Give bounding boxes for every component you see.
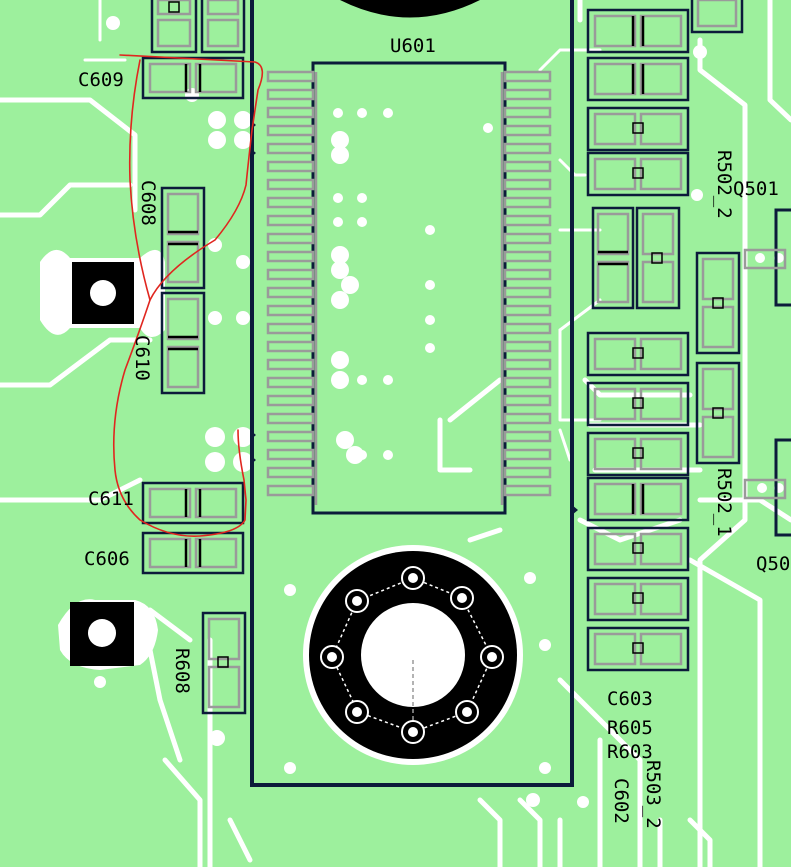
c610-label: C610 — [131, 335, 153, 381]
c609-label: C609 — [78, 69, 124, 91]
c608-label: C608 — [137, 180, 159, 226]
r502-1-footprint — [695, 361, 741, 465]
u601-body-edges — [314, 72, 504, 505]
round-connector — [303, 545, 523, 765]
c606-footprint — [141, 531, 245, 575]
vias — [106, 16, 784, 808]
u601-label: U601 — [390, 35, 436, 57]
top-thermal-pad — [340, 0, 480, 18]
r502-2-footprint — [695, 251, 741, 355]
u601-pins-left — [266, 70, 315, 497]
c603-label: C603 — [607, 688, 653, 710]
labels: U601 C609 C608 C610 C611 C606 R608 R502_… — [78, 35, 790, 829]
r603-label: R603 — [607, 741, 653, 763]
vertical-components — [150, 0, 744, 715]
right-comp-9 — [586, 526, 690, 572]
right-comp-7 — [586, 431, 690, 477]
u601-pins-right — [503, 70, 552, 497]
top-right-comp — [690, 0, 744, 34]
c606-label: C606 — [84, 548, 130, 570]
right-comp-2 — [586, 56, 690, 102]
right-comp-5 — [586, 331, 690, 377]
horizontal-components — [141, 8, 690, 672]
mounting-hole-upper — [40, 249, 165, 338]
r605-label: R605 — [607, 717, 653, 739]
right-comp-3 — [586, 106, 690, 152]
c611-label: C611 — [88, 488, 134, 510]
mid-comp-b — [635, 206, 681, 310]
red-annotation-loop — [112, 54, 264, 537]
c611-footprint — [141, 481, 245, 525]
r502-1-label: R502_1 — [713, 468, 735, 537]
r608-footprint — [201, 611, 247, 715]
mounting-hole-lower — [58, 599, 158, 688]
r503-2-label: R503_2 — [642, 760, 664, 829]
r502-2-label: R502_2 — [713, 150, 735, 219]
r608-label: R608 — [171, 648, 193, 694]
right-comp-6 — [586, 381, 690, 427]
q50x-label: Q50 — [756, 553, 790, 575]
c602-label: C602 — [610, 778, 632, 824]
mid-comp-a — [591, 206, 635, 310]
top-left-comp-a — [150, 0, 198, 54]
right-comp-10 — [586, 576, 690, 622]
c610-footprint — [160, 291, 206, 395]
q501-label: Q501 — [733, 178, 779, 200]
right-comp-8 — [586, 476, 690, 522]
right-comp-1 — [586, 8, 690, 54]
right-comp-11 — [586, 626, 690, 672]
right-comp-4 — [586, 151, 690, 197]
red-annotation-left-edge — [128, 59, 151, 301]
transistor-outlines — [743, 208, 791, 537]
c608-footprint — [160, 186, 206, 290]
top-left-comp-b — [200, 0, 246, 54]
